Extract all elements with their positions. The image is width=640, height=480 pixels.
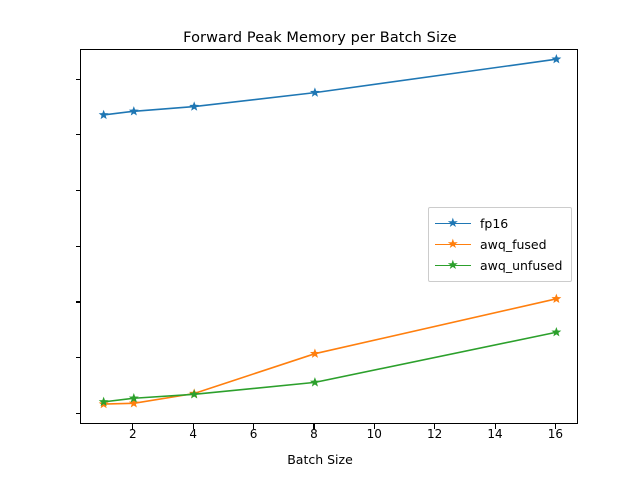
series-marker xyxy=(189,389,200,399)
series-marker xyxy=(551,53,562,64)
series-fp16 xyxy=(98,53,562,120)
plot-area xyxy=(80,49,578,424)
series-marker xyxy=(128,106,139,116)
legend-swatch: ★ xyxy=(435,215,471,231)
y-tick-mark xyxy=(75,134,80,136)
legend-swatch: ★ xyxy=(435,257,471,273)
x-tick-mark xyxy=(373,424,375,429)
x-tick-label: 16 xyxy=(547,427,563,441)
series-marker xyxy=(551,293,562,303)
x-tick-label: 6 xyxy=(249,427,258,441)
x-tick-label: 2 xyxy=(128,427,137,441)
x-tick-mark xyxy=(494,424,496,429)
x-tick-label: 12 xyxy=(426,427,443,441)
series-marker xyxy=(189,101,200,111)
legend-label: awq_unfused xyxy=(480,258,563,273)
series-marker xyxy=(309,377,320,387)
series-marker xyxy=(98,396,109,407)
y-tick-mark xyxy=(75,357,80,359)
x-tick-mark xyxy=(132,424,134,429)
x-tick-label: 10 xyxy=(366,427,382,441)
y-tick-mark xyxy=(75,412,80,414)
series-marker xyxy=(128,393,139,403)
x-tick-label: 14 xyxy=(487,427,503,441)
legend-item-awq_fused: ★ awq_fused xyxy=(435,234,562,255)
y-tick-mark xyxy=(75,245,80,247)
legend-line xyxy=(435,264,471,267)
x-tick-mark xyxy=(253,424,255,429)
y-tick-mark xyxy=(75,78,80,80)
legend-item-awq_unfused: ★ awq_unfused xyxy=(435,255,562,276)
series-marker xyxy=(98,109,109,120)
legend-swatch: ★ xyxy=(435,236,471,252)
legend-label: awq_fused xyxy=(480,237,547,252)
legend-star-icon: ★ xyxy=(447,215,459,231)
legend-line xyxy=(435,222,471,225)
series-awq_fused xyxy=(98,293,562,409)
legend-label: fp16 xyxy=(480,216,509,231)
legend-item-fp16: ★ fp16 xyxy=(435,213,562,234)
y-tick-mark xyxy=(75,190,80,192)
x-tick-mark xyxy=(554,424,556,429)
series-awq_unfused xyxy=(98,327,562,407)
x-tick-label: 4 xyxy=(189,427,197,441)
legend: ★ fp16 ★ awq_fused ★ awq_unfused xyxy=(428,207,573,282)
legend-line xyxy=(435,243,471,246)
series-marker xyxy=(309,87,320,97)
series-line xyxy=(103,331,557,403)
x-tick-label: 8 xyxy=(310,427,318,441)
series-canvas xyxy=(98,53,562,409)
x-axis-label: Batch Size xyxy=(287,452,353,467)
series-line xyxy=(103,58,557,116)
legend-star-icon: ★ xyxy=(447,257,459,273)
x-tick-mark xyxy=(313,424,315,429)
legend-star-icon: ★ xyxy=(447,236,459,252)
series-marker xyxy=(551,327,562,337)
series-marker xyxy=(309,348,320,358)
y-tick-mark xyxy=(75,301,80,303)
series-line xyxy=(103,298,557,405)
series-marker xyxy=(128,398,139,408)
chart-title: Forward Peak Memory per Batch Size xyxy=(183,30,457,46)
x-tick-mark xyxy=(192,424,194,429)
x-tick-mark xyxy=(434,424,436,429)
